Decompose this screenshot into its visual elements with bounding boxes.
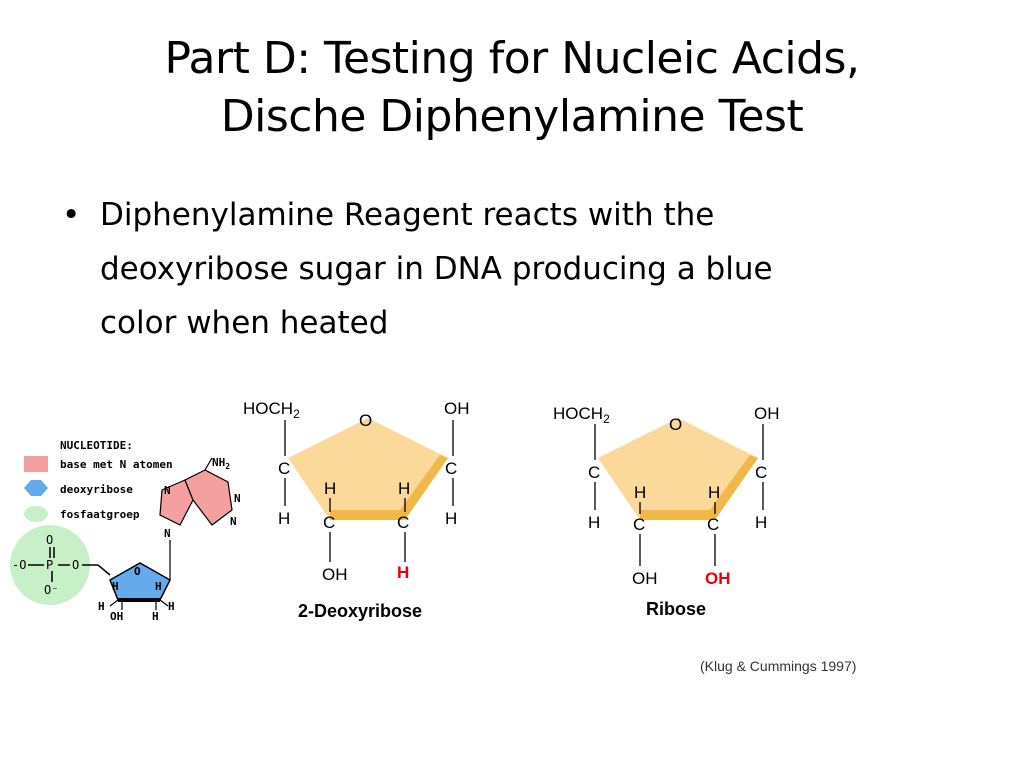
deoxyribose-ring-o: O — [359, 411, 372, 430]
bullet-list: • Diphenylamine Reagent reacts with the … — [62, 188, 962, 350]
base-nh2: NH2 — [212, 456, 230, 471]
citation: (Klug & Cummings 1997) — [700, 658, 857, 674]
legend-phosphate-label: fosfaatgroep — [60, 508, 140, 521]
title-line-1: Part D: Testing for Nucleic Acids, — [164, 33, 860, 84]
deoxyribose-h-in-left: H — [324, 479, 336, 498]
phosphate-group — [10, 525, 90, 605]
nucleotide-legend-title: NUCLEOTIDE: — [60, 439, 133, 452]
ribose-oh-top: OH — [754, 404, 780, 423]
legend-base-label: base met N atomen — [60, 458, 173, 471]
ribose-h-out-right: H — [755, 513, 767, 532]
ribose-h-out-left: H — [588, 513, 600, 532]
deoxyribose-c-br: C — [397, 513, 409, 532]
deoxyribose-ring-shade — [330, 455, 448, 520]
bullet-text-line-2: deoxyribose sugar in DNA producing a blu… — [100, 251, 773, 287]
legend-sugar-swatch — [24, 480, 48, 496]
bullet-text: Diphenylamine Reagent reacts with the de… — [100, 188, 773, 350]
deoxyribose-c-right: C — [445, 459, 457, 478]
base-five-ring — [159, 479, 194, 526]
ribose-h-in-left: H — [634, 483, 646, 502]
deoxyribose-hoch2: HOCH2 — [243, 399, 300, 421]
deoxyribose-structure: HOCH2 OH O C C C C H H H H OH H 2-Deoxyr… — [243, 399, 470, 621]
title-line-2: Dische Diphenylamine Test — [220, 91, 804, 142]
deoxyribose-oh-bottom: OH — [322, 565, 348, 584]
nucleotide-ring-h-left: H — [112, 580, 119, 593]
phosphate-o-left: -O — [12, 558, 26, 572]
base-n4: N — [164, 527, 171, 540]
bullet-text-line-3: color when heated — [100, 305, 389, 341]
deoxyribose-caption: 2-Deoxyribose — [298, 601, 422, 621]
ribose-h-in-right: H — [708, 483, 720, 502]
nucleotide-h-bottom: H — [152, 610, 159, 623]
deoxyribose-oh-top: OH — [444, 399, 470, 418]
bullet-dot: • — [62, 197, 81, 233]
nucleotide-h-outer-left: H — [98, 600, 105, 613]
deoxyribose-c-bl: C — [323, 513, 335, 532]
base-six-ring — [184, 469, 233, 526]
base-n3: N — [230, 515, 237, 528]
deoxyribose-ring — [288, 418, 448, 520]
ribose-c-left: C — [588, 463, 600, 482]
phosphate-o-top: O — [46, 533, 53, 547]
ribose-ring-shade — [640, 455, 758, 520]
slide-title: Part D: Testing for Nucleic Acids, Disch… — [0, 30, 1024, 146]
deoxyribose-h-out-left: H — [278, 509, 290, 528]
deoxyribose-h-in-right: H — [398, 479, 410, 498]
ribose-oh-bottom: OH — [632, 569, 658, 588]
nucleotide-oh: OH — [110, 610, 123, 623]
ribose-caption: Ribose — [646, 599, 706, 619]
deoxyribose-highlight-h: H — [397, 563, 409, 582]
deoxyribose-h-out-right: H — [445, 509, 457, 528]
phosphate-p: P — [46, 558, 53, 572]
ribose-structure: HOCH2 OH O C C C C H H H H OH OH Ribose — [553, 404, 780, 619]
phosphate-o-right: O — [72, 558, 79, 572]
phosphate-o-bottom: O⁻ — [44, 583, 58, 597]
nucleotide-ring-o: O — [134, 565, 141, 578]
legend-sugar-label: deoxyribose — [60, 483, 133, 496]
nucleotide-figure: NUCLEOTIDE: base met N atomen deoxyribos… — [10, 439, 241, 623]
ribose-highlight-oh: OH — [705, 569, 731, 588]
base-n1: N — [164, 484, 171, 497]
base-n2: N — [234, 492, 241, 505]
nucleotide-sugar-ring — [109, 562, 171, 601]
deoxyribose-c-left: C — [278, 459, 290, 478]
nucleotide-ring-h-right: H — [155, 580, 162, 593]
ribose-ring-o: O — [669, 415, 682, 434]
ribose-ring — [598, 418, 758, 520]
ribose-hoch2: HOCH2 — [553, 404, 610, 426]
bullet-item: • Diphenylamine Reagent reacts with the … — [62, 188, 962, 350]
bullet-text-line-1: Diphenylamine Reagent reacts with the — [100, 197, 715, 233]
legend-base-swatch — [24, 456, 48, 472]
nucleotide-h-outer-right: H — [168, 600, 175, 613]
ribose-c-br: C — [707, 515, 719, 534]
ribose-c-right: C — [755, 463, 767, 482]
ribose-c-bl: C — [633, 515, 645, 534]
legend-phosphate-swatch — [24, 506, 48, 522]
